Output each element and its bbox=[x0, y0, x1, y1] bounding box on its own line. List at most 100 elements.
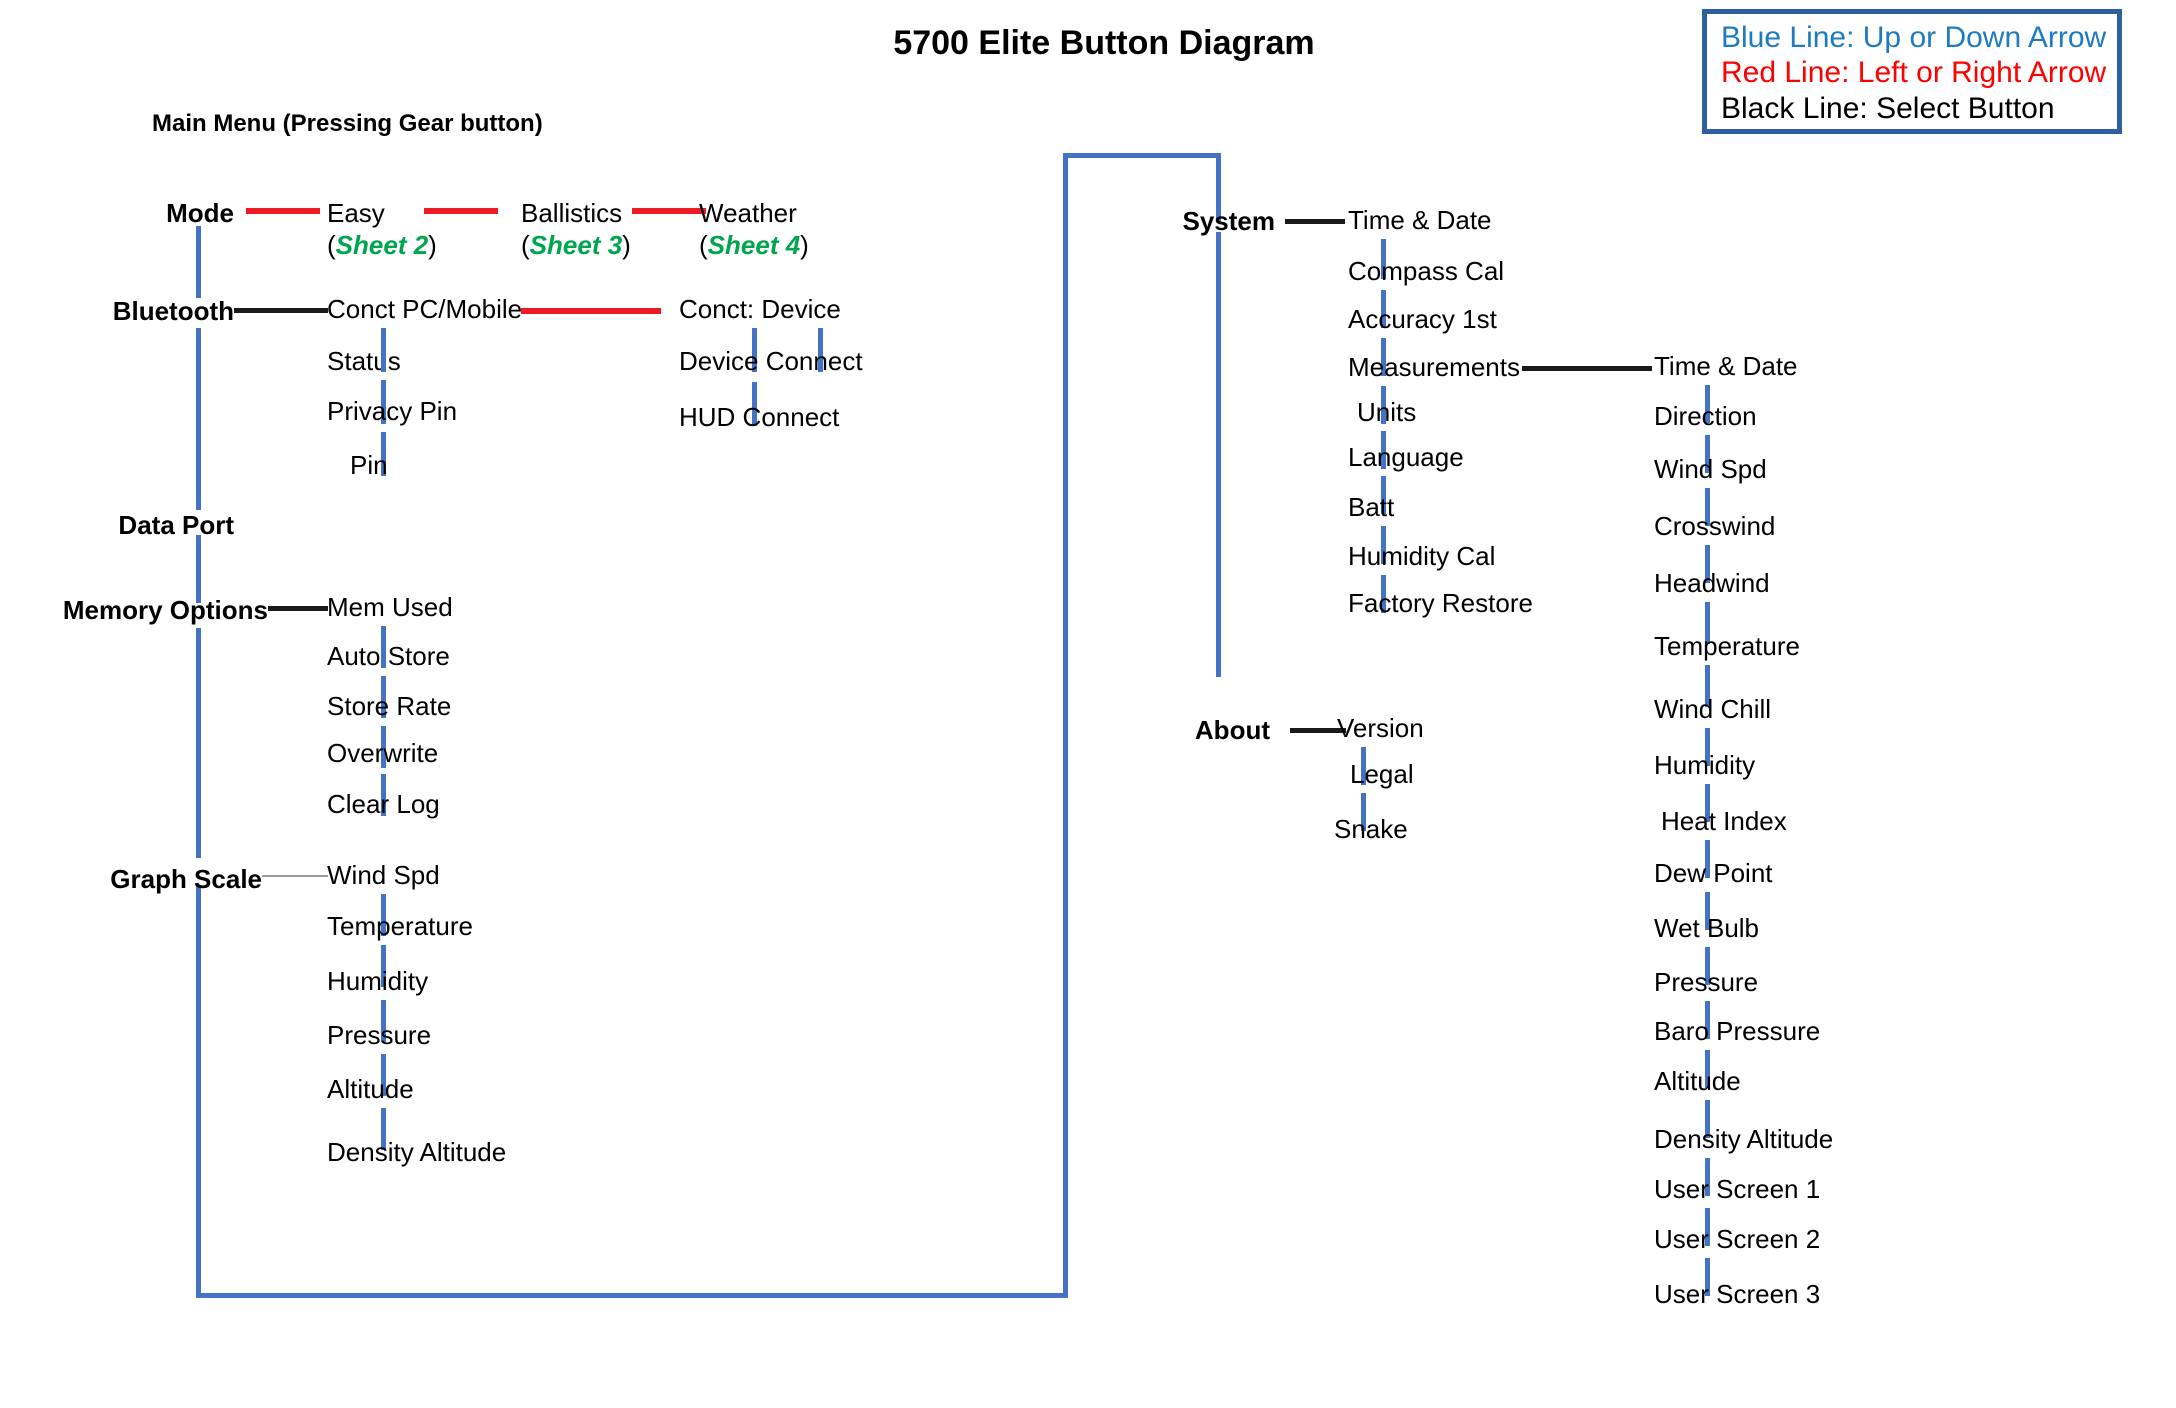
graph-item-5[interactable]: Density Altitude bbox=[327, 1137, 507, 1167]
measurement-spine-12 bbox=[1705, 1050, 1710, 1088]
measurement-item-13[interactable]: Altitude bbox=[1654, 1066, 1741, 1096]
mode-ballistics-sheet-ref: (Sheet 3) bbox=[521, 232, 631, 258]
system-spine-3 bbox=[1381, 386, 1386, 424]
measurement-item-15[interactable]: User Screen 1 bbox=[1654, 1174, 1821, 1204]
measurement-item-0[interactable]: Time & Date bbox=[1654, 351, 1798, 381]
mode-option-ballistics[interactable]: Ballistics bbox=[521, 198, 623, 228]
about-spine-1 bbox=[1361, 793, 1366, 831]
graph-spine-3 bbox=[381, 1054, 386, 1096]
spine-bluetooth-dataport bbox=[196, 328, 201, 510]
measurement-spine-16 bbox=[1705, 1258, 1710, 1296]
graph-item-4[interactable]: Altitude bbox=[327, 1074, 414, 1104]
measurement-item-6[interactable]: Wind Chill bbox=[1654, 694, 1772, 724]
page-title: 5700 Elite Button Diagram bbox=[893, 24, 1315, 62]
wrap-top-horizontal bbox=[1063, 153, 1221, 158]
measurement-spine-0 bbox=[1705, 385, 1710, 423]
bt-device-spine-1 bbox=[752, 382, 757, 426]
measurement-spine-6 bbox=[1705, 728, 1710, 766]
menu-item-bluetooth[interactable]: Bluetooth bbox=[112, 296, 234, 326]
measurement-item-11[interactable]: Pressure bbox=[1654, 967, 1759, 997]
measurement-spine-1 bbox=[1705, 435, 1710, 473]
bt-device-spine-0 bbox=[752, 328, 757, 372]
system-item-6[interactable]: Batt bbox=[1348, 492, 1395, 522]
about-item-1[interactable]: Legal bbox=[1350, 759, 1414, 789]
measurement-item-7[interactable]: Humidity bbox=[1654, 750, 1756, 780]
red-connector-bluetooth-device bbox=[521, 308, 661, 314]
system-item-1[interactable]: Compass Cal bbox=[1348, 256, 1505, 286]
sheet-label: Sheet 4 bbox=[707, 230, 801, 260]
measurement-spine-11 bbox=[1705, 1001, 1710, 1039]
memory-spine-2 bbox=[381, 726, 386, 768]
system-item-2[interactable]: Accuracy 1st bbox=[1348, 304, 1497, 334]
graph-spine-1 bbox=[381, 945, 386, 987]
graph-spine-0 bbox=[381, 894, 386, 936]
measurement-item-17[interactable]: User Screen 3 bbox=[1654, 1279, 1821, 1309]
menu-item-data-port[interactable]: Data Port bbox=[118, 510, 234, 540]
measurement-item-3[interactable]: Crosswind bbox=[1654, 511, 1776, 541]
about-item-0[interactable]: Version bbox=[1337, 713, 1424, 743]
memory-item-3[interactable]: Overwrite bbox=[327, 738, 439, 768]
system-item-5[interactable]: Language bbox=[1348, 442, 1464, 472]
graph-item-1[interactable]: Temperature bbox=[327, 911, 473, 941]
menu-item-mode[interactable]: Mode bbox=[166, 198, 234, 228]
black-connector-about bbox=[1290, 728, 1346, 733]
system-item-3[interactable]: Measurements bbox=[1348, 352, 1520, 382]
spine-dataport-memory bbox=[196, 535, 201, 603]
spine-system-about bbox=[1216, 232, 1221, 677]
bluetooth-item-1[interactable]: Status bbox=[327, 346, 401, 376]
system-item-8[interactable]: Factory Restore bbox=[1348, 588, 1533, 618]
legend-row-black: Black Line: Select Button bbox=[1721, 91, 2055, 125]
measurement-spine-8 bbox=[1705, 840, 1710, 878]
memory-item-0[interactable]: Mem Used bbox=[327, 592, 453, 622]
system-item-4[interactable]: Units bbox=[1357, 397, 1417, 427]
memory-item-4[interactable]: Clear Log bbox=[327, 789, 440, 819]
memory-item-2[interactable]: Store Rate bbox=[327, 691, 452, 721]
graph-item-2[interactable]: Humidity bbox=[327, 966, 429, 996]
bluetooth-spine-0 bbox=[818, 328, 823, 372]
measurement-item-5[interactable]: Temperature bbox=[1654, 631, 1800, 661]
bluetooth-item-3[interactable]: Pin bbox=[350, 450, 388, 480]
measurement-item-9[interactable]: Dew Point bbox=[1654, 858, 1773, 888]
memory-item-1[interactable]: Auto Store bbox=[327, 641, 450, 671]
measurement-item-1[interactable]: Direction bbox=[1654, 401, 1757, 431]
bluetooth-item-0[interactable]: Conct PC/Mobile bbox=[327, 294, 523, 324]
system-spine-5 bbox=[1381, 476, 1386, 514]
menu-item-graph-scale[interactable]: Graph Scale bbox=[110, 864, 262, 894]
legend-row-red: Red Line: Left or Right Arrow bbox=[1721, 56, 2107, 90]
measurement-item-8[interactable]: Heat Index bbox=[1661, 806, 1787, 836]
system-spine-2 bbox=[1381, 338, 1386, 376]
system-spine-1 bbox=[1381, 290, 1386, 328]
mode-option-weather[interactable]: Weather bbox=[699, 198, 797, 228]
bt-device-item-2[interactable]: HUD Connect bbox=[679, 402, 840, 432]
bt-device-item-1[interactable]: Device Connect bbox=[679, 346, 863, 376]
mode-option-easy[interactable]: Easy bbox=[327, 198, 385, 228]
measurement-spine-5 bbox=[1705, 665, 1710, 707]
menu-item-about[interactable]: About bbox=[1194, 715, 1270, 745]
measurement-item-4[interactable]: Headwind bbox=[1654, 568, 1770, 598]
system-item-7[interactable]: Humidity Cal bbox=[1348, 541, 1496, 571]
graph-item-3[interactable]: Pressure bbox=[327, 1020, 432, 1050]
menu-item-system[interactable]: System bbox=[1182, 206, 1276, 236]
measurement-item-12[interactable]: Baro Pressure bbox=[1654, 1016, 1821, 1046]
spine-top-to-system bbox=[1216, 153, 1221, 221]
system-item-0[interactable]: Time & Date bbox=[1348, 205, 1492, 235]
memory-spine-3 bbox=[381, 774, 386, 816]
menu-item-memory-options[interactable]: Memory Options bbox=[62, 595, 268, 625]
bluetooth-item-2[interactable]: Privacy Pin bbox=[327, 396, 458, 426]
graph-item-0[interactable]: Wind Spd bbox=[327, 860, 440, 890]
about-item-2[interactable]: Snake bbox=[1334, 814, 1408, 844]
bluetooth-spine-2 bbox=[381, 432, 386, 476]
paren-close: ) bbox=[622, 230, 631, 260]
gray-connector-graphscale bbox=[262, 875, 328, 877]
about-spine-0 bbox=[1361, 747, 1366, 785]
measurement-item-16[interactable]: User Screen 2 bbox=[1654, 1224, 1821, 1254]
system-spine-7 bbox=[1381, 575, 1386, 613]
system-spine-6 bbox=[1381, 526, 1386, 564]
sheet-label: Sheet 2 bbox=[335, 230, 429, 260]
measurement-item-2[interactable]: Wind Spd bbox=[1654, 454, 1767, 484]
measurement-item-14[interactable]: Density Altitude bbox=[1654, 1124, 1834, 1154]
measurement-item-10[interactable]: Wet Bulb bbox=[1654, 913, 1760, 943]
paren-close: ) bbox=[428, 230, 437, 260]
red-connector-mode-easy bbox=[246, 208, 320, 214]
bt-device-item-0[interactable]: Conct: Device bbox=[679, 294, 841, 324]
